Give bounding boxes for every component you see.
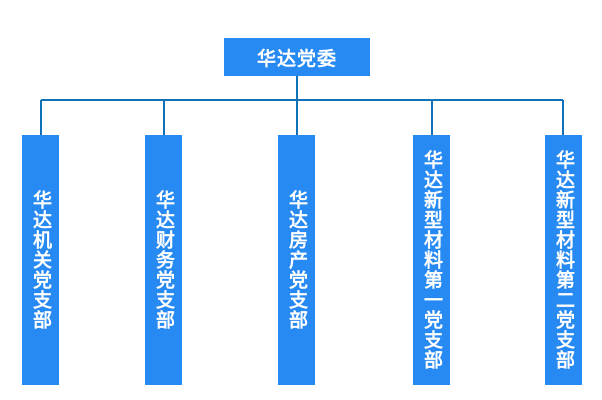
connector-drop-1 [40, 100, 42, 135]
org-node-child-5[interactable]: 华达新型材料第二党支部 [545, 135, 582, 385]
org-node-root[interactable]: 华达党委 [224, 38, 370, 76]
connector-horizontal-bus [41, 99, 563, 101]
connector-root-stem [296, 76, 298, 101]
connector-drop-2 [163, 100, 165, 135]
connector-drop-5 [562, 100, 564, 135]
connector-drop-4 [431, 100, 433, 135]
org-node-child-4[interactable]: 华达新型材料第一党支部 [413, 135, 450, 385]
connector-drop-3 [296, 100, 298, 135]
org-node-child-2[interactable]: 华达财务党支部 [145, 135, 182, 385]
org-node-child-3[interactable]: 华达房产党支部 [278, 135, 315, 385]
org-node-child-1[interactable]: 华达机关党支部 [22, 135, 59, 385]
